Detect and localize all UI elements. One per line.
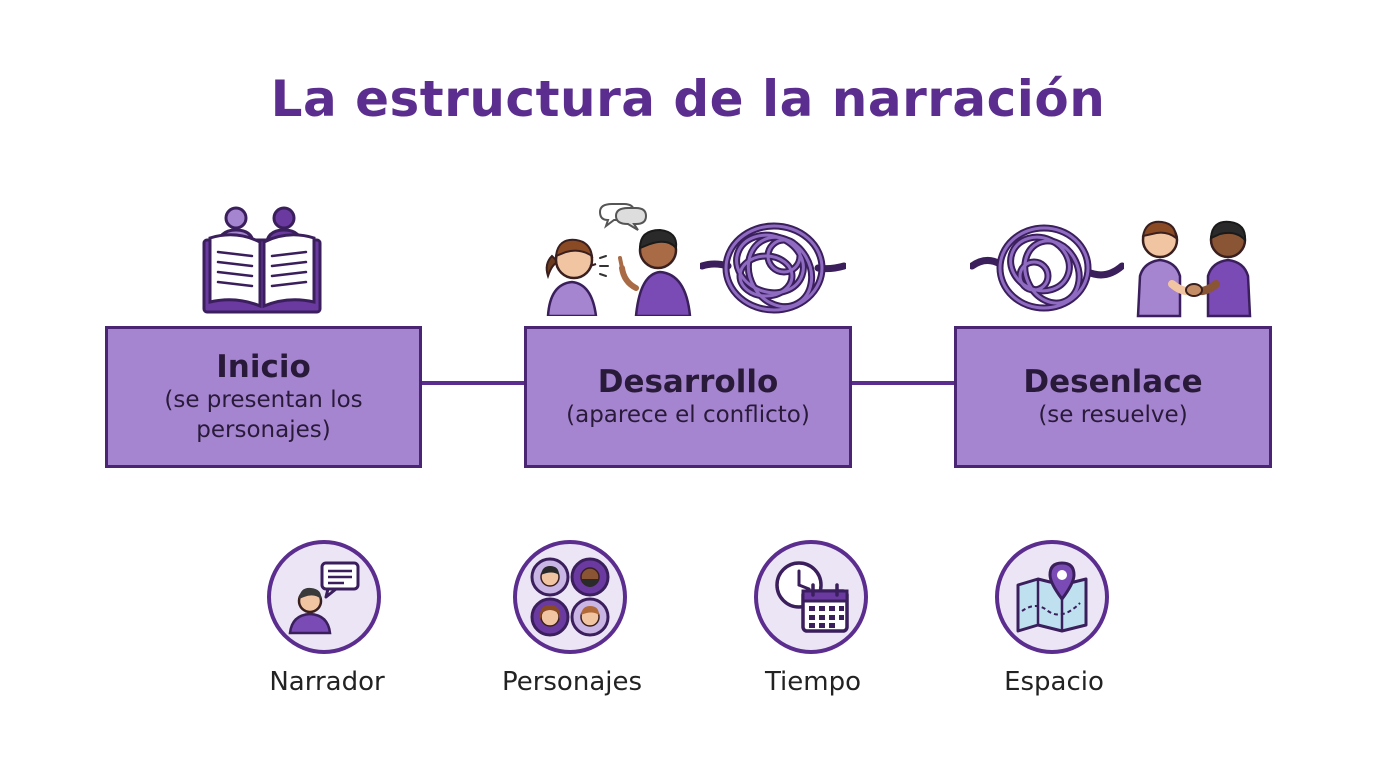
element-label-narrador: Narrador (269, 667, 385, 697)
narrator-circle (267, 540, 381, 654)
time-circle (754, 540, 868, 654)
tangled-knot-icon (700, 222, 846, 314)
narrator-icon (288, 561, 360, 635)
stage-box-desenlace: Desenlace (se resuelve) (954, 326, 1272, 468)
connector-desarrollo-desenlace (850, 381, 956, 385)
stage-box-desarrollo: Desarrollo (aparece el conflicto) (524, 326, 852, 468)
space-circle (995, 540, 1109, 654)
stage-subtitle: (aparece el conflicto) (566, 402, 810, 429)
stage-subtitle: (se resuelve) (1038, 402, 1188, 429)
book-people-icon (202, 206, 322, 314)
characters-circle (513, 540, 627, 654)
stage-title: Inicio (216, 348, 311, 385)
time-icon (775, 561, 849, 633)
characters-icon (530, 557, 610, 637)
stage-subtitle: (se presentan los (164, 387, 363, 414)
connector-inicio-desarrollo (420, 381, 526, 385)
stage-box-inicio: Inicio (se presentan los personajes) (105, 326, 422, 468)
element-label-espacio: Espacio (1004, 667, 1104, 697)
stage-subtitle: personajes) (196, 417, 331, 444)
stage-title: Desenlace (1023, 363, 1203, 400)
element-label-tiempo: Tiempo (764, 667, 862, 697)
handshake-icon (1136, 220, 1252, 318)
stage-title: Desarrollo (597, 363, 779, 400)
loosening-knot-icon (970, 224, 1124, 312)
element-label-personajes: Personajes (501, 667, 643, 697)
argument-icon (545, 203, 692, 316)
space-icon (1016, 561, 1088, 633)
page-title: La estructura de la narración (270, 70, 1106, 128)
